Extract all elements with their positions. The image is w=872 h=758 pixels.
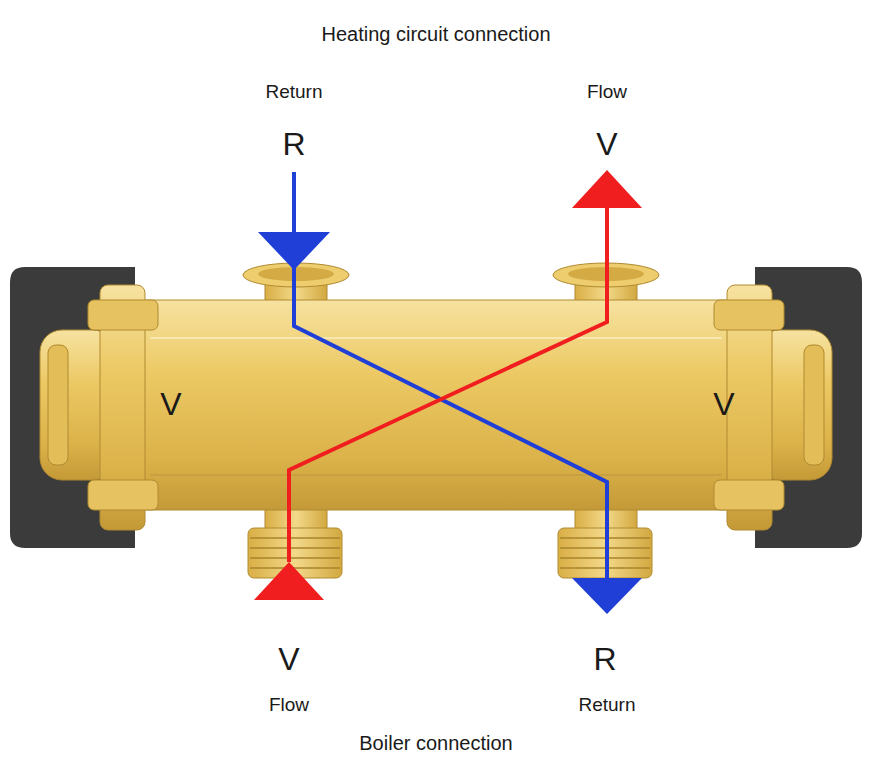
port-label: Flow [587,82,627,103]
flange-bolts [88,300,784,510]
supply-arrowhead [254,562,324,600]
end-cap [48,345,68,465]
section-heading: Heating circuit connection [321,23,550,45]
return-flow-line [294,172,607,582]
body-highlight [150,337,722,339]
port-letter: V [596,127,617,162]
port-letter: V [278,642,299,677]
section-heading: Boiler connection [359,732,512,754]
port-letter: V [713,387,734,422]
port-label: Return [265,82,322,103]
port-letter: V [160,387,181,422]
port-letter: R [282,127,305,162]
supply-flow-line [289,205,607,562]
return-arrowhead [572,578,642,614]
return-arrowhead [258,232,330,270]
port-letter: R [593,642,616,677]
supply-arrowhead [572,170,642,208]
body-shade [150,474,722,476]
separator-body [135,300,737,510]
port-label: Return [578,695,635,716]
port-label: Flow [269,695,309,716]
end-cap [804,345,824,465]
thread-lines [250,538,650,568]
